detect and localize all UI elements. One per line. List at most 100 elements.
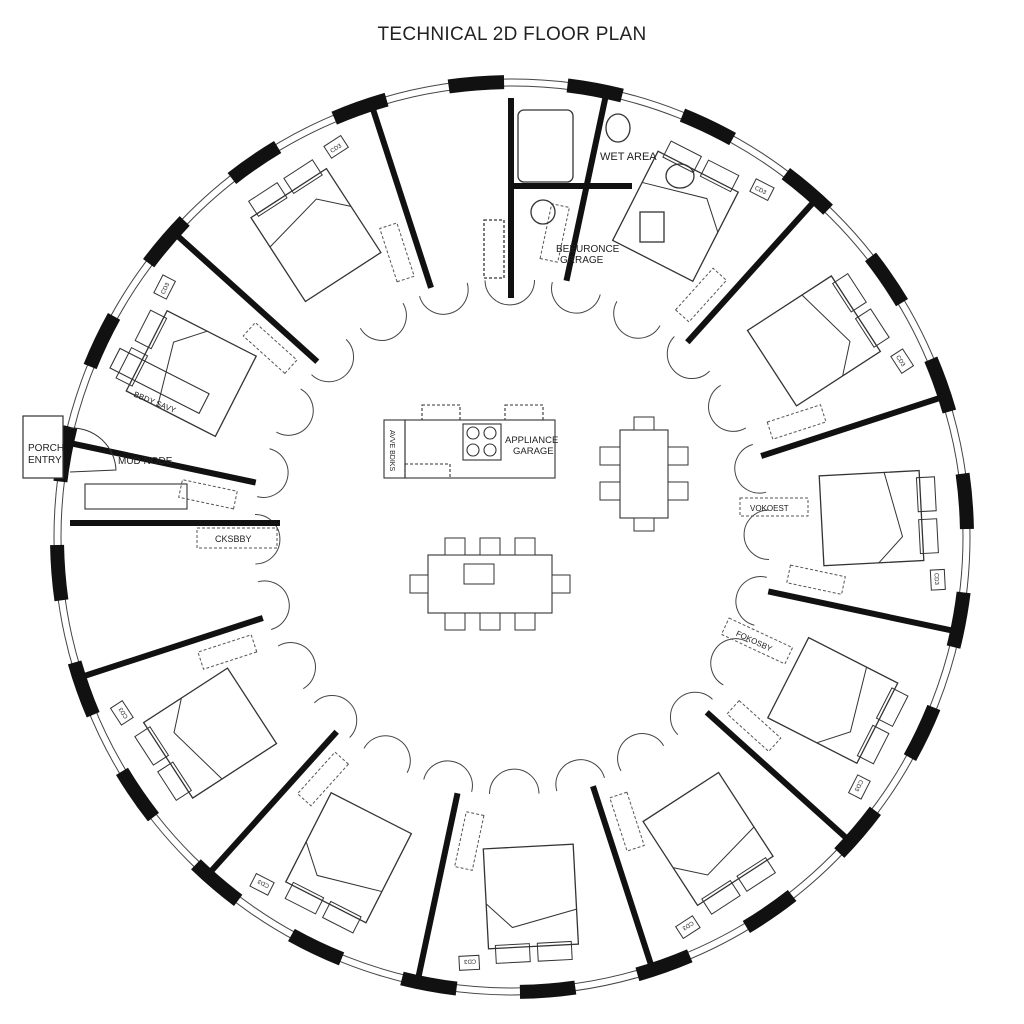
nightstand [153,274,177,300]
nightstand [890,348,915,375]
plan-title: TECHNICAL 2D FLOOR PLAN [377,24,647,45]
pillow [831,272,867,313]
appliance-garage-label: APPLIANCE [505,435,558,446]
pillow [134,726,170,766]
porch-entry[interactable] [22,415,64,479]
porch-label: PORCH [28,443,64,454]
door-swing [710,638,748,686]
radial-wall [66,439,257,486]
door-swing [257,580,290,630]
door-swing [734,444,767,494]
closet [609,791,645,852]
closet [242,321,298,375]
closet [178,479,238,510]
outer-wall [924,356,957,414]
door-swing [419,282,469,315]
door-swing [708,384,747,432]
pillow [115,346,149,387]
bed [142,667,278,799]
bed-sheet [173,697,223,780]
wet-area [483,109,695,279]
bed-sheet [269,198,352,248]
bed [818,469,925,567]
outer-wall [679,108,736,146]
resource-garage-label: BEEURONCE [556,244,620,255]
outer-wall [115,767,160,822]
closet [379,222,415,283]
nightstand-label: CD3 [161,282,172,296]
bed [642,771,774,907]
bed [284,791,413,924]
outer-wall [946,591,971,649]
bed [766,636,899,765]
nightstand-label: CD3 [852,778,863,792]
bedroom: CD3 [611,140,775,283]
nightstand [458,954,481,971]
bedroom: CD3 [247,134,382,303]
bed-sheet [816,667,868,744]
resource-garage-label: GRRAGE [560,255,604,266]
nightstand-label: CD3 [894,355,906,369]
chair [667,446,689,466]
chair [479,537,501,556]
chair [599,481,621,501]
door-swing [484,279,535,306]
entry-door-swing[interactable] [69,427,117,473]
outer-wall [143,216,190,268]
outer-wall [67,660,100,718]
chair [633,517,655,532]
outer-wall [781,168,833,215]
pillow [736,856,777,892]
bedroom: CD3 [766,636,909,800]
appliance-garage-label: GARAGE [513,446,554,457]
pillow [284,881,325,915]
door-swing [277,642,316,690]
nightstand-label: CD3 [463,957,476,964]
mud-node-label: MUD NODE [118,456,173,467]
outer-wall [742,889,797,934]
radial-wall [590,785,656,971]
door-swing [276,388,314,436]
outer-wall [227,140,282,185]
bedroom: CD3 [458,843,580,971]
radial-wall [171,230,320,364]
chair [667,481,689,501]
outer-wall [635,949,693,982]
pillow [157,761,193,802]
dining-table-6 [619,429,669,519]
outer-wall [864,252,909,307]
pillow [321,900,362,934]
bedroom: CD3 [115,274,258,438]
pillow [247,182,288,218]
closet [786,564,846,595]
nightstand-label: CD3 [680,919,694,931]
closet [454,811,485,871]
outer-wall [903,704,941,761]
nightstand-label: CD3 [753,186,767,197]
nightstand-label: CD3 [257,877,271,888]
chair [444,612,466,631]
door-swing [363,735,411,773]
radial-wall [368,103,434,289]
door-swing [669,691,713,735]
nightstand [929,568,946,591]
closet [766,404,827,440]
closet [196,527,278,549]
wet-area-label: WET AREA [600,151,657,163]
outer-wall [331,92,389,125]
radial-wall [704,710,853,844]
door-swing [666,336,710,380]
door-swing [617,733,665,772]
chair [409,574,429,594]
pillow [875,687,909,728]
nightstand [847,774,871,800]
door-swing [743,509,770,560]
bedroom: CD3 [249,791,413,934]
pillow [699,159,740,193]
bed [746,275,882,407]
pillow [134,309,168,350]
radial-wall [78,615,264,681]
bedroom: CD3 [746,272,915,407]
bed-sheet [672,826,755,876]
